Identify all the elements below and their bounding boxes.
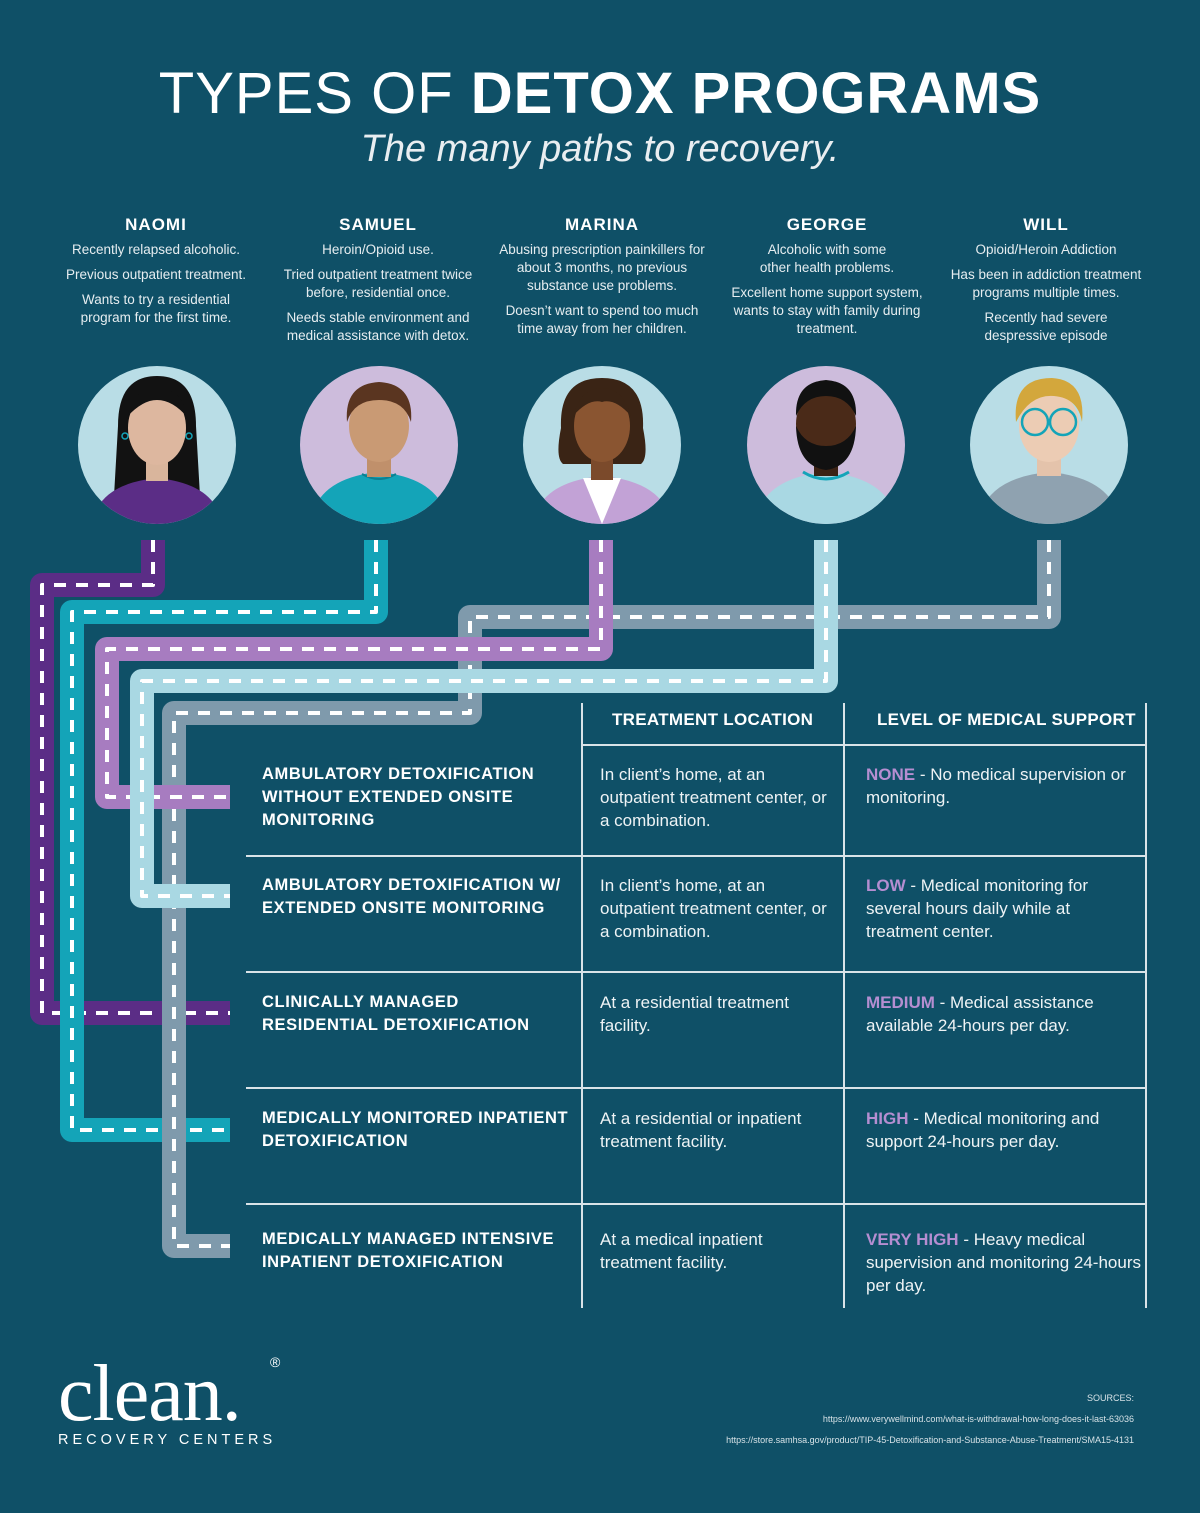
person-name: GEORGE bbox=[786, 215, 868, 234]
program-name: MEDICALLY MONITORED INPATIENT DETOXIFICA… bbox=[262, 1109, 569, 1150]
page-subtitle: The many paths to recovery. bbox=[360, 128, 840, 170]
path-samuel-dashes bbox=[70, 540, 378, 1132]
program-support: MEDIUM - Medical assistance available 24… bbox=[866, 991, 1141, 1037]
column-header-support: LEVEL OF MEDICAL SUPPORT bbox=[877, 710, 1136, 729]
logo-tagline: RECOVERY CENTERS bbox=[58, 1432, 277, 1448]
table-divider bbox=[1145, 703, 1147, 1308]
person-george: GEORGE Alcoholic with some other health … bbox=[712, 215, 942, 345]
logo-wordmark: clean. bbox=[58, 1350, 242, 1438]
person-line: Alcoholic with some other health problem… bbox=[759, 242, 895, 275]
support-level: LOW bbox=[866, 876, 906, 895]
person-line: Heroin/Opioid use. bbox=[322, 242, 434, 257]
column-header-location: TREATMENT LOCATION bbox=[612, 710, 814, 729]
table-divider bbox=[581, 703, 583, 1308]
person-line: Previous outpatient treatment. bbox=[65, 267, 247, 282]
avatar-naomi bbox=[78, 366, 236, 524]
program-support: LOW - Medical monitoring for several hou… bbox=[866, 874, 1141, 943]
person-line: Wants to try a residential program for t… bbox=[80, 292, 232, 325]
source-link[interactable]: https://store.samhsa.gov/product/TIP-45-… bbox=[726, 1435, 1134, 1445]
program-support: HIGH - Medical monitoring and support 24… bbox=[866, 1107, 1141, 1153]
person-name: WILL bbox=[1023, 215, 1069, 234]
program-name: AMBULATORY DETOXIFICATION WITHOUT EXTEND… bbox=[262, 765, 535, 829]
brand-logo: clean. ® RECOVERY CENTERS bbox=[58, 1350, 280, 1448]
support-level: NONE bbox=[866, 765, 916, 784]
person-line: Needs stable environment and medical ass… bbox=[286, 310, 470, 343]
program-support: VERY HIGH - Heavy medical supervision an… bbox=[866, 1228, 1141, 1297]
support-level: VERY HIGH bbox=[866, 1230, 959, 1249]
program-location: In client’s home, at an outpatient treat… bbox=[600, 876, 827, 941]
support-desc: - Heavy medical supervision and monitori… bbox=[866, 1230, 1141, 1295]
table-divider bbox=[843, 703, 845, 1308]
table-header-rule bbox=[581, 744, 1147, 746]
title-bold: DETOX PROGRAMS bbox=[470, 61, 1042, 126]
support-desc: - No medical supervision or monitoring. bbox=[866, 765, 1126, 807]
person-will: WILL Opioid/Heroin Addiction Has been in… bbox=[931, 215, 1161, 352]
page-title: TYPES OF DETOX PROGRAMS bbox=[0, 62, 1200, 126]
person-line: Doesn’t want to spend too much time away… bbox=[505, 303, 699, 336]
person-line: Has been in addiction treatment programs… bbox=[950, 267, 1142, 300]
person-line: Recently had severe despressive episode bbox=[984, 310, 1108, 343]
program-name: MEDICALLY MANAGED INTENSIVE INPATIENT DE… bbox=[262, 1230, 555, 1271]
avatar-marina bbox=[523, 366, 681, 524]
support-desc: - Medical monitoring for several hours d… bbox=[866, 876, 1088, 941]
person-name: NAOMI bbox=[125, 215, 187, 234]
source-link[interactable]: https://www.verywellmind.com/what-is-wit… bbox=[822, 1414, 1134, 1424]
avatar-george bbox=[747, 366, 905, 524]
support-level: MEDIUM bbox=[866, 993, 935, 1012]
support-desc: - Medical monitoring and support 24-hour… bbox=[866, 1109, 1100, 1151]
person-name: SAMUEL bbox=[339, 215, 417, 234]
program-name: AMBULATORY DETOXIFICATION W/ EXTENDED ON… bbox=[262, 876, 561, 917]
sources-block: SOURCES: https://www.verywellmind.com/wh… bbox=[726, 1388, 1134, 1451]
person-name: MARINA bbox=[565, 215, 639, 234]
path-george-dashes bbox=[140, 540, 828, 898]
program-name: CLINICALLY MANAGED RESIDENTIAL DETOXIFIC… bbox=[262, 993, 530, 1034]
table-row-rule bbox=[246, 971, 1147, 973]
person-line: Recently relapsed alcoholic. bbox=[71, 242, 241, 257]
avatar-samuel bbox=[300, 366, 458, 524]
program-location: At a residential treatment facility. bbox=[600, 993, 789, 1035]
title-light: TYPES OF bbox=[158, 61, 471, 126]
person-naomi: NAOMI Recently relapsed alcoholic. Previ… bbox=[41, 215, 271, 334]
table-row-rule bbox=[246, 1087, 1147, 1089]
table-row-rule bbox=[246, 1203, 1147, 1205]
person-line: Opioid/Heroin Addiction bbox=[975, 242, 1117, 257]
path-will-dashes bbox=[172, 540, 1051, 1248]
support-desc: - Medical assistance available 24-hours … bbox=[866, 993, 1094, 1035]
program-location: At a medical inpatient treatment facilit… bbox=[600, 1230, 763, 1272]
avatar-will bbox=[970, 366, 1128, 524]
path-naomi-dashes bbox=[40, 540, 230, 1015]
program-location: In client’s home, at an outpatient treat… bbox=[600, 765, 827, 830]
person-line: Tried outpatient treatment twice before,… bbox=[283, 267, 473, 300]
registered-mark: ® bbox=[270, 1354, 281, 1370]
table-row-rule bbox=[246, 855, 1147, 857]
person-line: Abusing prescription painkillers for abo… bbox=[499, 242, 705, 293]
program-location: At a residential or inpatient treatment … bbox=[600, 1109, 802, 1151]
person-samuel: SAMUEL Heroin/Opioid use. Tried outpatie… bbox=[263, 215, 493, 352]
path-samuel bbox=[60, 540, 388, 1142]
person-line: Excellent home support system, wants to … bbox=[731, 285, 923, 336]
program-support: NONE - No medical supervision or monitor… bbox=[866, 763, 1141, 809]
person-marina: MARINA Abusing prescription painkillers … bbox=[487, 215, 717, 345]
sources-label: SOURCES: bbox=[1086, 1393, 1134, 1403]
support-level: HIGH bbox=[866, 1109, 909, 1128]
